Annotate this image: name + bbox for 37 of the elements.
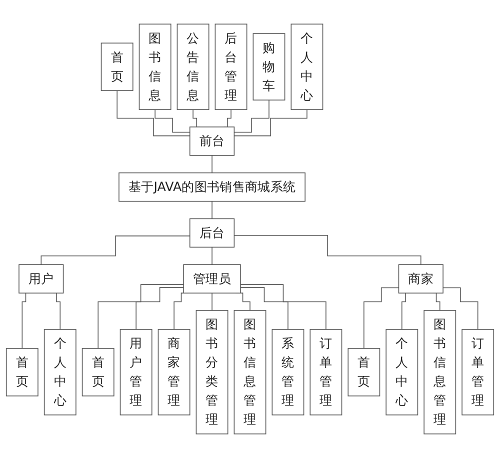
connector	[234, 100, 270, 133]
connector	[240, 287, 288, 330]
connector	[98, 284, 184, 349]
node-box: 前台	[189, 126, 235, 156]
node-box: 图书信息管理	[424, 310, 456, 434]
connector	[234, 109, 308, 136]
node-box: 首页	[348, 348, 380, 396]
node-box: 图书分类管理	[196, 310, 228, 434]
node-box: 基于JAVA的图书销售商城系统	[118, 172, 306, 202]
node-box: 后台管理	[214, 24, 248, 110]
node-box: 首页	[82, 348, 114, 396]
node-box: 个人中心	[290, 24, 324, 110]
connector	[136, 287, 184, 330]
connector	[40, 236, 190, 265]
node-box: 个人中心	[44, 329, 76, 416]
node-box: 购物车	[252, 33, 286, 100]
node-box: 用户	[18, 264, 64, 294]
node-box: 管理员	[183, 264, 241, 294]
node-box: 系统管理	[272, 329, 304, 416]
node-box: 图书信息管理	[234, 310, 266, 434]
node-box: 订单管理	[310, 329, 342, 416]
connector	[116, 90, 190, 136]
node-box: 首页	[6, 348, 38, 396]
node-box: 公告信息	[176, 24, 210, 110]
node-box: 用户管理	[120, 329, 152, 416]
connector	[154, 109, 190, 133]
node-box: 后台	[189, 218, 235, 248]
node-box: 图书信息	[138, 24, 172, 110]
node-box: 个人中心	[386, 329, 418, 416]
node-box: 商家	[398, 264, 444, 294]
connector	[234, 235, 422, 265]
connector	[364, 287, 400, 349]
node-box: 商家管理	[158, 329, 190, 416]
connector	[240, 284, 326, 330]
node-box: 首页	[100, 42, 134, 91]
connector	[442, 287, 478, 330]
node-box: 订单管理	[462, 329, 494, 416]
